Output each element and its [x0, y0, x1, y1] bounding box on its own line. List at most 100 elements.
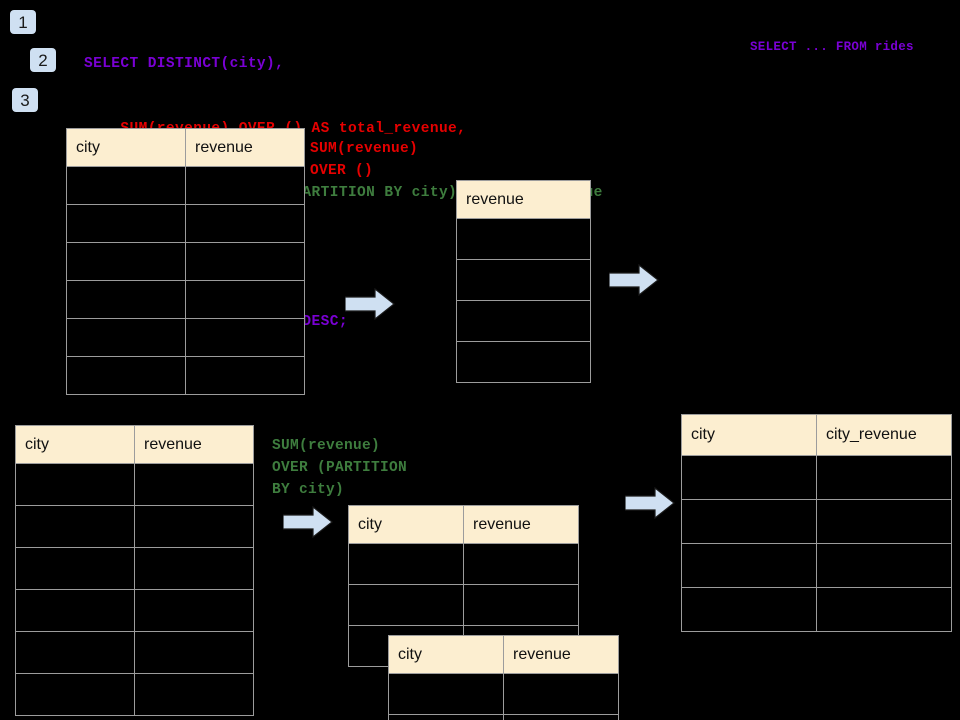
table-header-row: city revenue [348, 505, 579, 544]
column-header-revenue: revenue [134, 425, 254, 464]
table-cell [134, 673, 254, 716]
column-header-revenue: revenue [456, 180, 591, 219]
table-header-row: revenue [456, 180, 591, 219]
table-row [15, 547, 254, 590]
table-cell [15, 673, 135, 716]
table-row [15, 463, 254, 506]
column-header-revenue: revenue [463, 505, 579, 544]
table-row [681, 499, 952, 544]
table-cell [15, 589, 135, 632]
table-cell [134, 547, 254, 590]
table-row [348, 584, 579, 626]
table-cell [185, 356, 305, 395]
arrow-rides-to-partition [283, 506, 333, 538]
table-cell [185, 318, 305, 357]
table-row [681, 455, 952, 500]
table-cell [388, 673, 504, 715]
column-header-city: city [681, 414, 817, 456]
table-cell [134, 631, 254, 674]
table-row [66, 204, 305, 243]
table-cell [388, 714, 504, 720]
table-row [66, 356, 305, 395]
table-cell [15, 547, 135, 590]
table-cell [681, 499, 817, 544]
step-badge-2: 2 [30, 48, 56, 72]
table-cell [185, 166, 305, 205]
table-row [66, 318, 305, 357]
table-cell [816, 499, 952, 544]
table-cell [185, 204, 305, 243]
table-row [388, 714, 619, 720]
table-cell [816, 587, 952, 632]
table-row [456, 341, 591, 383]
table-row [348, 543, 579, 585]
table-row [388, 673, 619, 715]
rides-source-table-top: city revenue [66, 128, 305, 395]
table-cell [681, 455, 817, 500]
table-cell [15, 505, 135, 548]
table-cell [348, 543, 464, 585]
table-row [66, 280, 305, 319]
table-row [15, 673, 254, 716]
column-header-city: city [348, 505, 464, 544]
table-cell [185, 242, 305, 281]
column-header-revenue: revenue [185, 128, 305, 167]
arrow-rides-to-total [345, 288, 395, 320]
table-row [15, 589, 254, 632]
table-cell [134, 463, 254, 506]
arrow-partition-to-result [625, 487, 675, 519]
annotation-sum-over-partition: SUM(revenue) OVER (PARTITION BY city) [272, 438, 408, 498]
column-header-city-revenue: city_revenue [816, 414, 952, 456]
table-header-row: city revenue [15, 425, 254, 464]
table-cell [15, 631, 135, 674]
column-header-city: city [66, 128, 186, 167]
table-cell [348, 584, 464, 626]
table-cell [134, 589, 254, 632]
table-cell [503, 673, 619, 715]
table-cell [15, 463, 135, 506]
column-header-revenue: revenue [503, 635, 619, 674]
table-cell [66, 318, 186, 357]
table-cell [66, 166, 186, 205]
table-header-row: city revenue [388, 635, 619, 674]
table-row [15, 631, 254, 674]
table-cell [456, 218, 591, 260]
column-header-city: city [388, 635, 504, 674]
table-cell [456, 341, 591, 383]
table-cell [66, 280, 186, 319]
table-cell [66, 242, 186, 281]
table-cell [185, 280, 305, 319]
table-cell [456, 259, 591, 301]
table-cell [134, 505, 254, 548]
annotation-sum-over-empty: SUM(revenue) OVER () [310, 141, 419, 179]
total-revenue-table: revenue [456, 180, 591, 383]
rides-source-table-bottom: city revenue [15, 425, 254, 716]
table-row [681, 543, 952, 588]
table-cell [816, 455, 952, 500]
arrow-total-to-result [609, 264, 659, 296]
column-header-city: city [15, 425, 135, 464]
table-header-row: city revenue [66, 128, 305, 167]
table-cell [463, 543, 579, 585]
table-row [456, 259, 591, 301]
table-cell [503, 714, 619, 720]
table-cell [66, 356, 186, 395]
table-row [66, 242, 305, 281]
step-badge-3: 3 [12, 88, 38, 112]
table-cell [463, 584, 579, 626]
step-badge-1: 1 [10, 10, 36, 34]
sql-snippet-select-from-rides: SELECT ... FROM rides [750, 40, 914, 54]
table-cell [456, 300, 591, 342]
partition-table-front: city revenue [388, 635, 619, 720]
partition-table-back: city revenue [348, 505, 579, 667]
result-table: city city_revenue [681, 414, 952, 632]
table-row [15, 505, 254, 548]
table-header-row: city city_revenue [681, 414, 952, 456]
table-row [681, 587, 952, 632]
table-cell [681, 543, 817, 588]
table-cell [681, 587, 817, 632]
sql-line-select: SELECT DISTINCT(city), [84, 56, 285, 72]
table-cell [66, 204, 186, 243]
table-cell [816, 543, 952, 588]
